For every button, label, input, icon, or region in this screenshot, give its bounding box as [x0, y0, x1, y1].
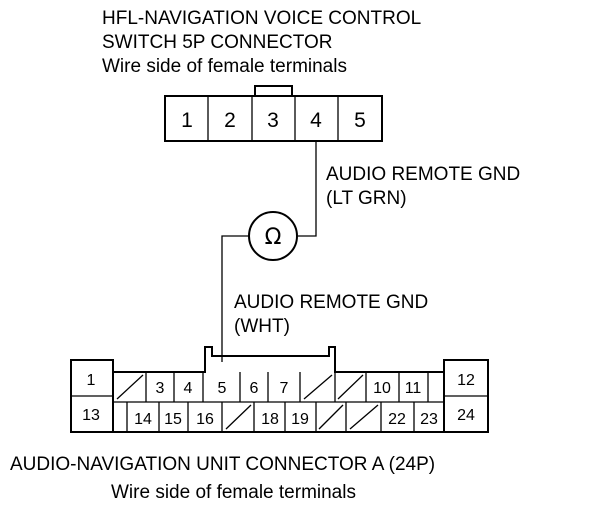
upper-wire-name: AUDIO REMOTE GND: [326, 164, 520, 185]
bottom-pin-6: 6: [250, 380, 259, 397]
bottom-pin-3: 3: [156, 380, 165, 397]
top-connector-title-line2: SWITCH 5P CONNECTOR: [102, 32, 333, 53]
ohm-symbol-icon: Ω: [265, 225, 282, 250]
lower-wire-color: (WHT): [234, 316, 290, 337]
bottom-pin-22: 22: [388, 411, 406, 428]
bottom-pin-4: 4: [184, 380, 193, 397]
bottom-pin-15: 15: [164, 411, 182, 428]
top-connector-subtitle: Wire side of female terminals: [102, 56, 347, 77]
wire-lt-grn: [298, 141, 317, 237]
bottom-pin-24: 24: [457, 407, 475, 424]
top-pin-4: 4: [310, 109, 322, 132]
top-pin-2: 2: [224, 109, 236, 132]
bottom-pin-16: 16: [196, 411, 214, 428]
bottom-pin-14: 14: [134, 411, 152, 428]
bottom-pin-13: 13: [82, 407, 100, 424]
wire-wht: [221, 235, 249, 362]
bottom-pin-11: 11: [405, 380, 422, 397]
ohmmeter: Ω: [248, 211, 298, 261]
lower-wire-name: AUDIO REMOTE GND: [234, 292, 428, 313]
top-5p-connector: 1 2 3 4 5: [164, 85, 383, 142]
bottom-pin-19: 19: [291, 411, 309, 428]
top-connector-body: [164, 95, 383, 142]
bottom-pin-23: 23: [420, 411, 438, 428]
top-pin-5: 5: [354, 109, 366, 132]
bottom-pin-7: 7: [280, 380, 289, 397]
bottom-pin-10: 10: [373, 380, 391, 397]
top-connector-title-line1: HFL-NAVIGATION VOICE CONTROL: [102, 8, 421, 29]
top-pin-1: 1: [181, 109, 193, 132]
bottom-connector-title: AUDIO-NAVIGATION UNIT CONNECTOR A (24P): [10, 454, 435, 475]
top-pin-3: 3: [267, 109, 279, 132]
upper-wire-color: (LT GRN): [326, 188, 407, 209]
bottom-pin-1: 1: [87, 372, 96, 389]
bottom-connector-subtitle: Wire side of female terminals: [111, 482, 356, 503]
bottom-pin-12: 12: [457, 372, 475, 389]
bottom-24p-connector: 1 13 12 24 3 4 5 6 7 10 11 14 15 16 18 1…: [70, 346, 489, 433]
top-connector-latch: [254, 85, 293, 96]
bottom-pin-5: 5: [218, 380, 227, 397]
bottom-connector-latch: [113, 346, 444, 373]
bottom-pin-18: 18: [261, 411, 279, 428]
